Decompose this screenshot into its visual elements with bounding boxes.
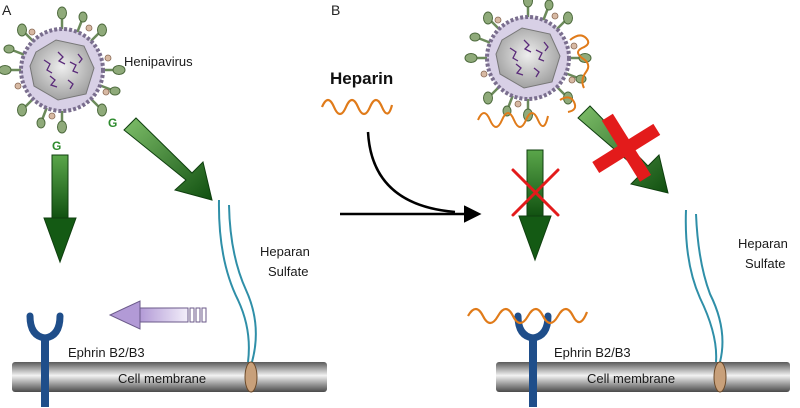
ephrin-label-b: Ephrin B2/B3 xyxy=(554,345,631,360)
ephrin-receptor-a xyxy=(30,316,60,407)
membrane-label-b: Cell membrane xyxy=(587,371,675,386)
heparan-anchor-a xyxy=(244,361,258,393)
heparan-label-a-2: Sulfate xyxy=(268,264,308,279)
g-label-diagonal-a: G xyxy=(108,116,117,130)
heparin-strand-free xyxy=(320,98,394,116)
g-label-vertical-a: G xyxy=(52,139,61,153)
panel-label-b: B xyxy=(331,2,340,18)
panel-label-a: A xyxy=(2,2,12,18)
heparan-label-b-1: Heparan xyxy=(738,236,788,251)
block-cross-bold xyxy=(592,113,661,182)
ephrin-label-a: Ephrin B2/B3 xyxy=(68,345,145,360)
arrow-to-heparan-a xyxy=(123,117,213,201)
henipavirus-label: Henipavirus xyxy=(124,54,193,69)
heparan-sulfate-a xyxy=(217,199,257,363)
block-cross-thin xyxy=(511,168,560,217)
henipavirus-particle-a xyxy=(0,5,127,135)
henipavirus-particle-b xyxy=(463,0,593,123)
arrow-to-ephrin-a xyxy=(43,154,77,264)
arrow-to-ephrin-b xyxy=(518,149,552,262)
membrane-label-a: Cell membrane xyxy=(118,371,206,386)
competition-arrow-a xyxy=(108,300,207,330)
ephrin-receptor-b xyxy=(518,316,548,407)
heparan-label-a-1: Heparan xyxy=(260,244,310,259)
heparan-sulfate-b xyxy=(684,209,724,363)
heparin-on-ephrin xyxy=(467,307,589,325)
curved-arrow xyxy=(366,131,456,214)
heparin-label: Heparin xyxy=(330,69,393,88)
heparin-on-virus xyxy=(477,34,590,128)
heparan-label-b-2: Sulfate xyxy=(745,256,785,271)
heparan-anchor-b xyxy=(713,361,727,393)
